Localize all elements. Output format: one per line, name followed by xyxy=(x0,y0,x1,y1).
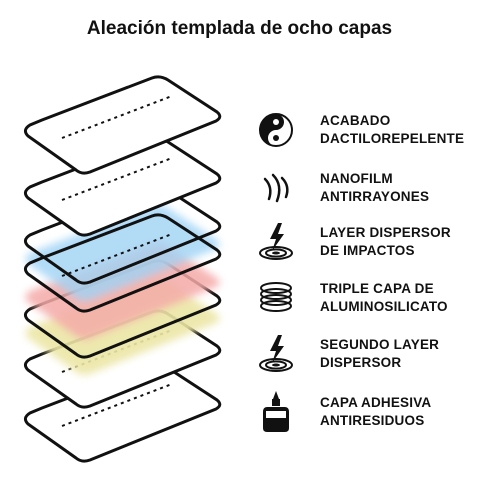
glue-bottle-icon xyxy=(256,391,296,432)
feature-label: TRIPLE CAPA DE ALUMINOSILICATO xyxy=(320,281,448,314)
feature-item-scratch: NANOFILM ANTIRRAYONES xyxy=(256,166,471,210)
feature-label: CAPA ADHESIVA ANTIRESIDUOS xyxy=(320,395,432,428)
stacked-rings-icon xyxy=(256,278,296,318)
feature-item-impact: LAYER DISPERSOR DE IMPACTOS xyxy=(256,220,471,264)
feature-label: SEGUNDO LAYER DISPERSOR xyxy=(320,337,440,370)
feature-label: LAYER DISPERSOR DE IMPACTOS xyxy=(320,225,451,258)
layer-1 xyxy=(23,75,222,175)
feature-item-fingerprint: ACABADO DACTILOREPELENTE xyxy=(256,108,471,152)
feature-item-second-dispersor: SEGUNDO LAYER DISPERSOR xyxy=(256,332,471,376)
feature-item-aluminosilicate: TRIPLE CAPA DE ALUMINOSILICATO xyxy=(256,276,471,320)
feature-label: NANOFILM ANTIRRAYONES xyxy=(320,171,430,204)
feature-item-adhesive: CAPA ADHESIVA ANTIRESIDUOS xyxy=(256,390,471,434)
page-title: Aleación templada de ocho capas xyxy=(86,18,393,39)
impact-bolt-icon xyxy=(256,334,296,374)
yin-yang-icon xyxy=(256,110,296,150)
feature-label: ACABADO DACTILOREPELENTE xyxy=(320,113,465,146)
scratch-lines-icon xyxy=(256,168,296,208)
layer-4 xyxy=(23,213,222,313)
impact-bolt-icon xyxy=(256,222,296,262)
